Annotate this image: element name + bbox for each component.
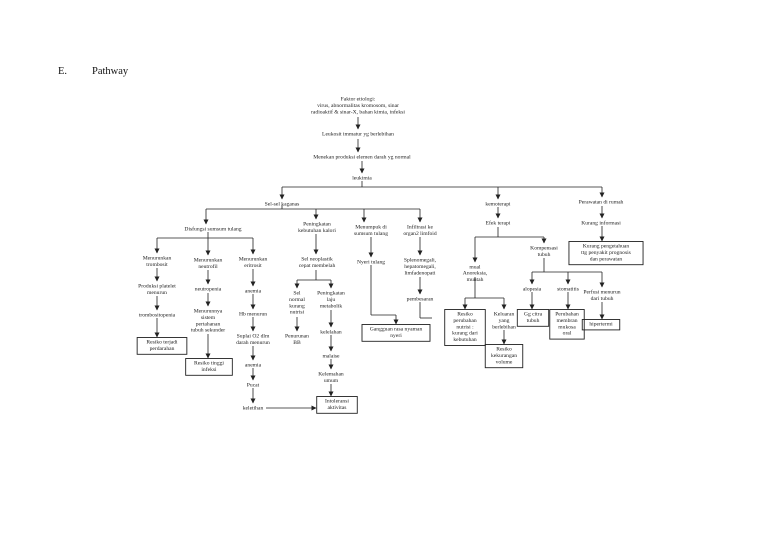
box-resiko-infeksi <box>185 358 233 376</box>
node-neutropenia: neutropenia <box>195 287 222 293</box>
node-etiologi: Faktor etiologi:virus, abnormalitas krom… <box>311 97 405 116</box>
node-leukosit: Leukosit immatur yg berlebihan <box>322 132 394 138</box>
box-gangguan-nyaman <box>361 324 431 342</box>
node-anemia: anemia <box>245 289 262 295</box>
box-perubahan-membran <box>549 309 585 340</box>
node-hipertermi: hipertermi <box>589 322 613 328</box>
node-sel-kaganas: Sel-sel kaganas <box>265 202 300 208</box>
node-disfungsi: Disfungsi sumsum tulang <box>184 226 241 233</box>
node-stomatitis: stomatitis <box>557 287 579 293</box>
boxes <box>136 241 644 414</box>
node-anemia2: anemia <box>245 363 262 369</box>
node-kurang-info: Kurang informasi <box>581 220 621 227</box>
box-resiko-nutrisi <box>444 309 486 346</box>
node-anoreksia: Anoreksia,muntah <box>463 271 488 283</box>
node-pembesaran: pembesaran <box>407 297 434 303</box>
node-hb-menurun: Hb menurun <box>239 312 267 318</box>
section-number: E. <box>58 66 68 77</box>
box-hipertermi <box>581 319 621 331</box>
box-kurang-pengetahuan <box>568 241 644 266</box>
node-leukimia: leukimia <box>352 176 372 182</box>
connectors <box>154 117 605 411</box>
box-resiko-perdarahan <box>136 337 188 355</box>
node-kemoterapi: kemoterapi <box>485 202 511 208</box>
node-labels: Faktor etiologi:virus, abnormalitas krom… <box>138 97 631 412</box>
node-menekan: Menekan produksi elemen darah yg normal <box>313 155 411 161</box>
box-gg-citra <box>516 309 550 327</box>
node-malaise: malaise <box>322 354 340 360</box>
node-alopesia: alopesia <box>523 287 542 293</box>
node-efek-terapi: Efek terapi <box>486 220 511 227</box>
node-mual: mual <box>469 265 481 271</box>
box-resiko-volume <box>484 344 524 369</box>
node-trombositopenia: trombositopenia <box>139 313 176 319</box>
node-nyeri-tulang: Nyeri tulang <box>357 260 385 266</box>
node-pucat: Pucat <box>247 383 260 389</box>
node-perawatan: Perawatan di rumah <box>579 200 624 206</box>
node-splenomegali: Splenomegali,hepatomegali,limfadenopati <box>404 258 437 277</box>
node-keletihan: keletihan <box>243 406 264 412</box>
node-kelelahan: kelelahan <box>320 330 342 336</box>
section-title: Pathway <box>92 66 129 77</box>
box-intoleransi <box>316 396 358 414</box>
